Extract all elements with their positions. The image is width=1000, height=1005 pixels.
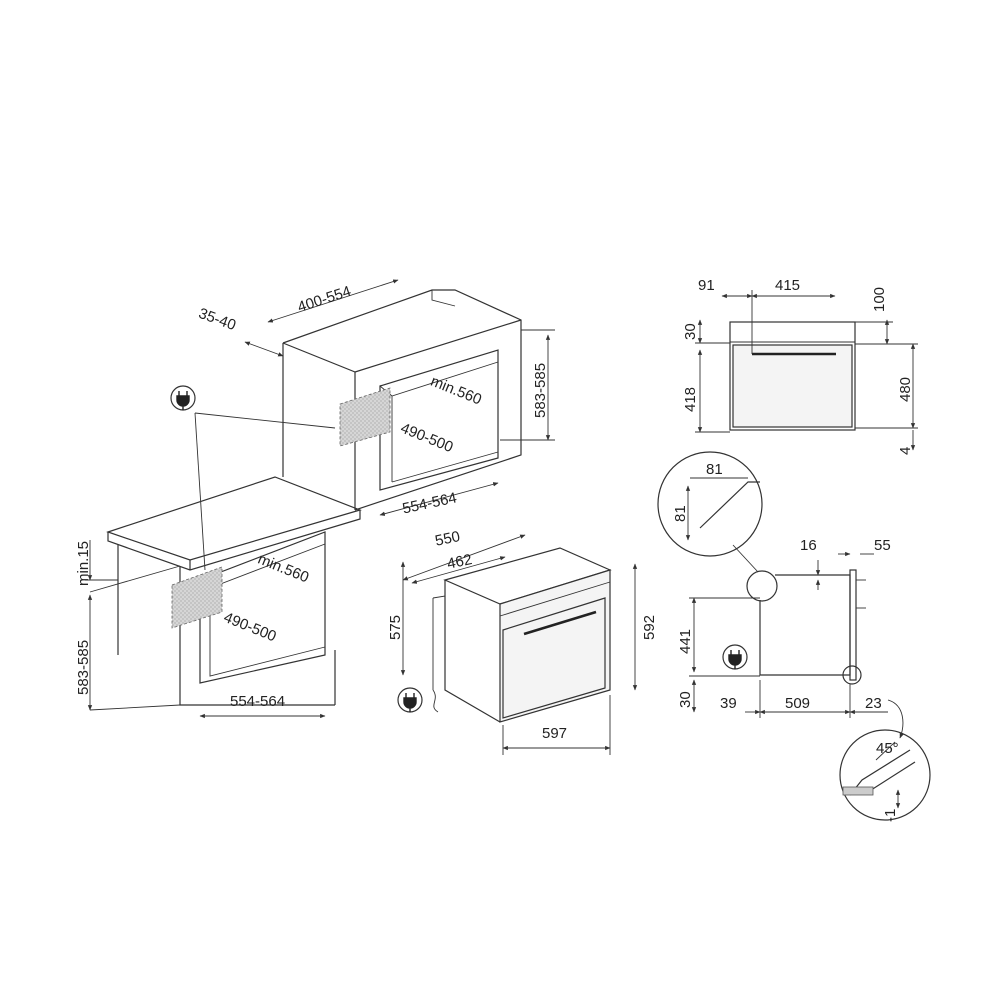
dim-tolerance: -1: [882, 809, 899, 822]
upper-cabinet: [282, 289, 522, 511]
dim-top-left-offset: 91: [698, 277, 715, 294]
dim-front-bottom-gap: 4: [897, 447, 914, 455]
dim-lower-width: 554-564: [230, 693, 285, 710]
lower-cabinet: [106, 476, 362, 706]
dim-side-front: 23: [865, 695, 882, 712]
dim-oven-body-depth: 462: [446, 551, 474, 573]
oven-iso: [432, 547, 612, 723]
dim-lower-niche-height: 583-585: [75, 640, 92, 695]
dim-oven-front-width: 597: [542, 725, 567, 742]
dim-lower-min-width: min.560: [255, 551, 311, 587]
dim-oven-depth-total: 550: [434, 528, 462, 550]
dim-top-height-offset: 100: [871, 287, 888, 312]
dim-wall-offset: 35-40: [196, 305, 238, 334]
dim-detail-a-width: 81: [706, 461, 723, 478]
plug-icon: [170, 385, 196, 411]
iso-dimension-lines: [85, 279, 638, 755]
dim-front-total-height: 480: [897, 377, 914, 402]
dim-side-top-thickness: 16: [800, 537, 817, 554]
dim-oven-front-height: 592: [641, 615, 658, 640]
dim-top-width: 415: [775, 277, 800, 294]
dim-upper-min-width: min.560: [428, 373, 484, 409]
side-view: [657, 451, 931, 821]
dim-side-depth: 509: [785, 695, 810, 712]
dim-upper-depth: 490-500: [398, 420, 455, 456]
plug-icon: [722, 644, 748, 670]
dimension-labels: 400-554 35-40 583-585 min.560 490-500 55…: [75, 277, 914, 822]
dim-detail-a-height: 81: [672, 505, 689, 522]
dim-upper-niche-height: 583-585: [532, 363, 549, 418]
plug-icon: [397, 687, 423, 713]
front-view: [695, 290, 918, 451]
dim-side-height: 441: [677, 629, 694, 654]
dim-side-bottom-band: 30: [677, 691, 694, 708]
dim-side-door-offset: 55: [874, 537, 891, 554]
dim-niche-depth-upper: 400-554: [296, 283, 354, 316]
dim-lower-min-height: min.15: [75, 541, 92, 586]
dim-angle: 45°: [876, 740, 899, 757]
dim-front-body-height: 418: [682, 387, 699, 412]
dim-lower-depth: 490-500: [221, 609, 278, 645]
dim-oven-body-height: 575: [387, 615, 404, 640]
dim-side-rear: 39: [720, 695, 737, 712]
dim-front-top-band: 30: [682, 323, 699, 340]
dim-upper-width: 554-564: [401, 489, 458, 517]
